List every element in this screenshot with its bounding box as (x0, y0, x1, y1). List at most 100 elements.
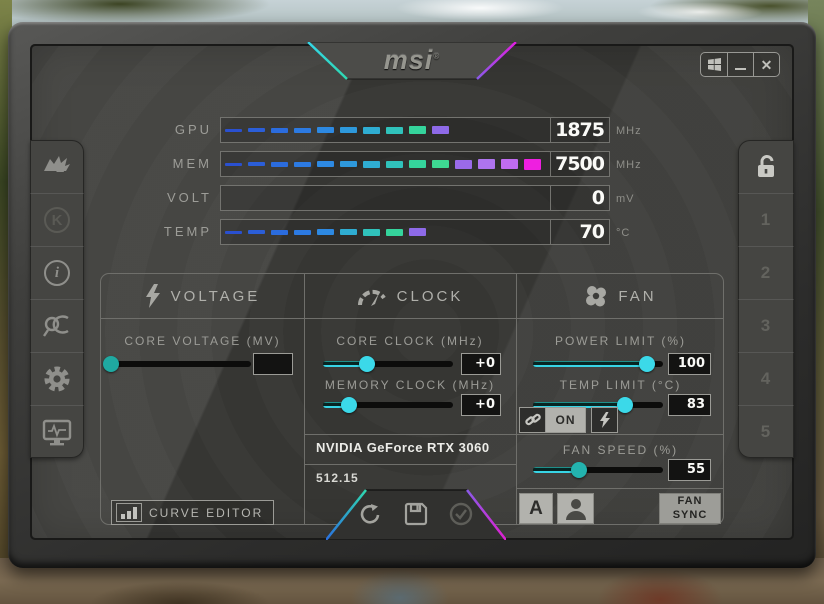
profile-rail: 1 2 3 4 5 (738, 140, 794, 458)
link-limits-toggle[interactable]: ON (519, 407, 586, 433)
fan-speed-value[interactable]: 55 (668, 459, 711, 481)
monitor-value: 70 (579, 221, 605, 243)
monitor-label: TEMP (163, 224, 212, 239)
memory-clock-value[interactable]: +0 (461, 394, 501, 416)
fan-speed-label: FAN SPEED (%) (562, 443, 679, 457)
unlock-icon (758, 154, 774, 177)
monitor-label: VOLT (167, 190, 212, 205)
save-button[interactable] (404, 502, 428, 531)
slider-knob[interactable] (570, 462, 587, 478)
power-limit-label: POWER LIMIT (%) (554, 334, 687, 348)
lightning-small-icon (599, 412, 610, 428)
reset-button[interactable] (359, 502, 383, 531)
msi-dragon-button[interactable] (30, 140, 84, 193)
kombustor-icon: K (44, 207, 70, 233)
tuning-panel: VOLTAGE CLOCK FAN CORE VOLTAGE (MV) CORE… (100, 273, 724, 525)
apply-button[interactable] (449, 502, 473, 531)
monitor-value: 0 (591, 187, 605, 209)
gear-icon (44, 366, 70, 392)
monitor-gauge: 0 (220, 185, 610, 211)
monitor-unit: MHz (616, 125, 642, 137)
minimize-button[interactable] (727, 53, 753, 76)
window-inner-panel: msi® ✕ K i (30, 42, 794, 540)
oc-scanner-icon (43, 315, 69, 337)
information-button[interactable]: i (30, 246, 84, 299)
monitor-rows: GPU 1875 MHz MEM 7500 MHz VOLT (30, 117, 794, 253)
fan-speed-slider[interactable] (533, 462, 663, 478)
power-limit-slider[interactable] (533, 356, 663, 372)
save-icon (404, 502, 428, 526)
slider-knob[interactable] (639, 356, 656, 372)
core-voltage-value[interactable] (253, 353, 293, 375)
monitor-row: VOLT 0 mV (30, 185, 794, 211)
gpu-name: NVIDIA GeForce RTX 3060 (316, 440, 490, 455)
memory-clock-slider[interactable] (323, 397, 453, 413)
slider-knob[interactable] (617, 397, 634, 413)
temp-limit-value[interactable]: 83 (668, 394, 711, 416)
gauge-icon (357, 289, 386, 306)
windows-logo-button[interactable] (701, 53, 727, 76)
left-toolbar: K i (30, 140, 84, 458)
profile-number: 3 (760, 316, 772, 335)
close-button[interactable]: ✕ (753, 53, 779, 76)
chain-link-icon (524, 413, 541, 426)
fan-auto-button[interactable]: A (519, 493, 553, 524)
profile-slot-4[interactable]: 4 (738, 352, 794, 405)
temp-limit-label: TEMP LIMIT (°C) (559, 378, 682, 392)
fan-user-button[interactable] (557, 493, 594, 524)
profile-slot-1[interactable]: 1 (738, 193, 794, 246)
monitor-gauge: 1875 (220, 117, 610, 143)
monitor-bar (221, 186, 551, 210)
kombustor-button[interactable]: K (30, 193, 84, 246)
monitor-bar (221, 220, 551, 244)
power-limit-value[interactable]: 100 (668, 353, 711, 375)
boost-button[interactable] (591, 407, 618, 433)
core-voltage-label: CORE VOLTAGE (MV) (124, 334, 281, 348)
monitor-value: 7500 (555, 153, 605, 175)
core-clock-slider[interactable] (323, 356, 453, 372)
curve-editor-button[interactable]: CURVE EDITOR (111, 500, 275, 525)
slider-knob[interactable] (359, 356, 376, 372)
windows-icon (707, 58, 721, 71)
temp-limit-slider[interactable] (533, 397, 663, 413)
monitor-row: TEMP 70 °C (30, 219, 794, 245)
monitor-unit: °C (616, 227, 631, 239)
logo-trapezoid: msi® (307, 42, 517, 82)
section-header-clock: CLOCK (304, 274, 516, 318)
hardware-monitor-button[interactable] (30, 405, 84, 458)
memory-clock-label: MEMORY CLOCK (MHz) (324, 378, 496, 392)
profile-slot-3[interactable]: 3 (738, 299, 794, 352)
fan-sync-button[interactable]: FAN SYNC (659, 493, 721, 524)
link-on-label: ON (546, 407, 586, 433)
reset-icon (360, 504, 380, 524)
minimize-icon (735, 67, 746, 70)
user-icon (565, 499, 586, 520)
core-clock-value[interactable]: +0 (461, 353, 501, 375)
oc-scanner-button[interactable] (30, 299, 84, 352)
core-clock-label: CORE CLOCK (MHz) (336, 334, 484, 348)
msi-dragon-icon (44, 155, 70, 172)
window-controls: ✕ (700, 52, 780, 77)
section-header-fan: FAN (516, 274, 725, 318)
lock-button[interactable] (738, 140, 794, 193)
monitor-value: 1875 (555, 119, 605, 141)
profile-number: 5 (760, 422, 772, 441)
driver-version: 512.15 (316, 471, 359, 485)
profile-slot-2[interactable]: 2 (738, 246, 794, 299)
monitor-label: GPU (174, 122, 212, 137)
settings-button[interactable] (30, 352, 84, 405)
information-icon: i (44, 260, 70, 286)
check-icon (449, 502, 473, 526)
monitor-gauge: 70 (220, 219, 610, 245)
profile-number: 2 (760, 263, 772, 282)
core-voltage-slider[interactable] (103, 356, 251, 372)
action-bar (326, 488, 506, 540)
profile-slot-5[interactable]: 5 (738, 405, 794, 458)
monitor-gauge: 7500 (220, 151, 610, 177)
monitor-label: MEM (172, 156, 212, 171)
slider-knob[interactable] (103, 356, 119, 372)
monitor-row: MEM 7500 MHz (30, 151, 794, 177)
monitor-unit: MHz (616, 159, 642, 171)
slider-knob[interactable] (341, 397, 357, 413)
monitor-bar (221, 118, 551, 142)
